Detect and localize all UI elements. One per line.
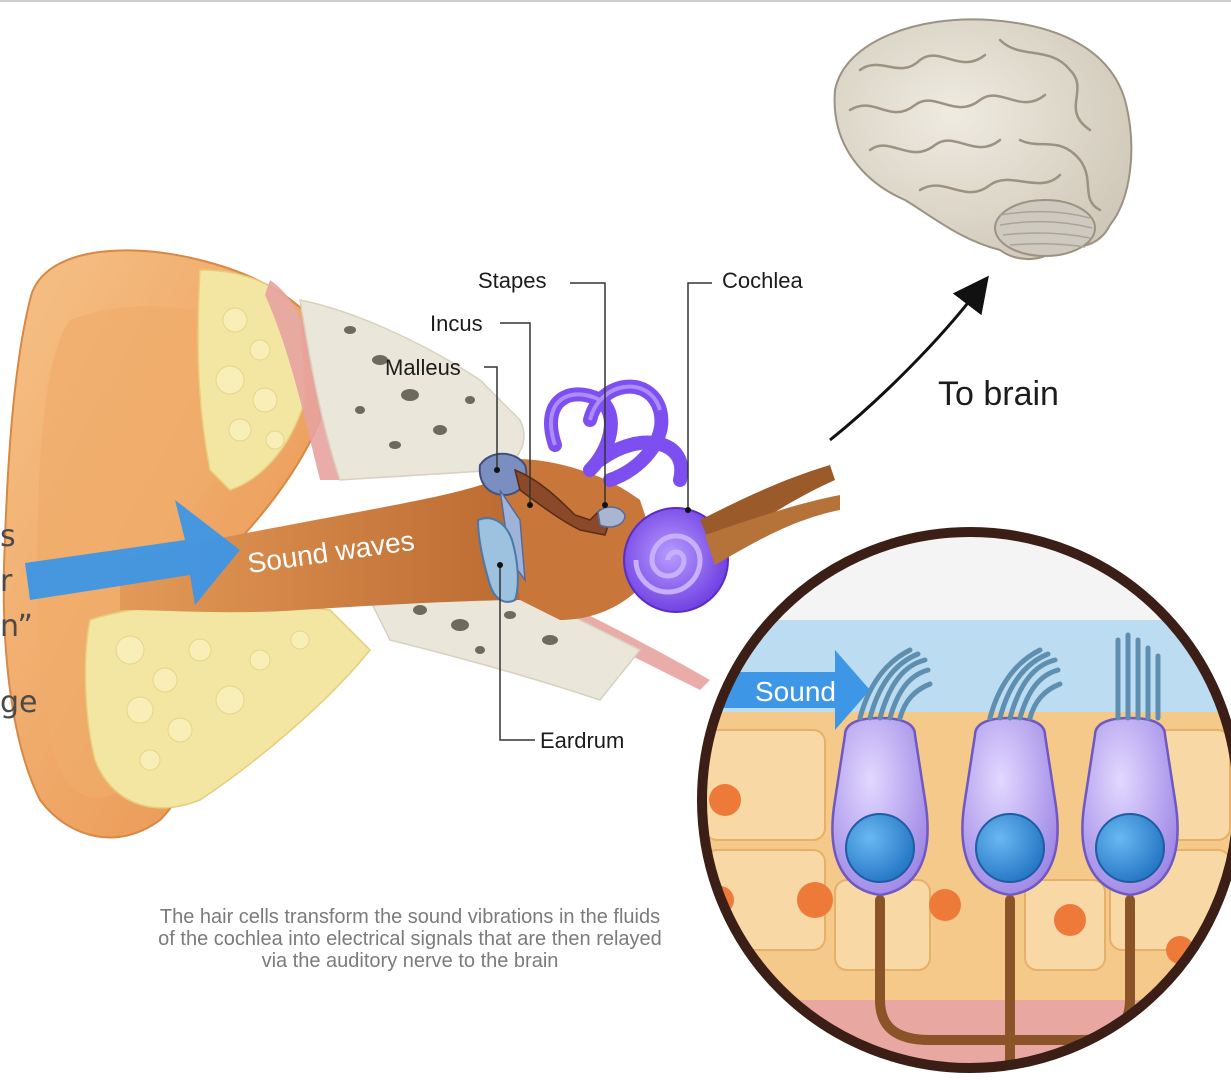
brain-illustration: [835, 19, 1132, 259]
bg-fragment-3: n”: [0, 612, 33, 642]
bg-fragment-4: ge: [0, 688, 38, 718]
label-eardrum: Eardrum: [540, 730, 624, 752]
hair-cell-magnifier: [700, 530, 1231, 1080]
label-stapes: Stapes: [478, 270, 547, 292]
diagram-caption: The hair cells transform the sound vibra…: [150, 906, 670, 972]
label-to-brain: To brain: [938, 377, 1059, 411]
label-sound: Sound: [755, 676, 836, 708]
label-incus: Incus: [430, 313, 483, 335]
label-cochlea: Cochlea: [722, 270, 803, 292]
bg-fragment-1: s: [0, 522, 16, 552]
to-brain-arrow: [830, 290, 978, 440]
label-malleus: Malleus: [385, 357, 461, 379]
bg-fragment-2: r: [0, 567, 12, 597]
hair-cell-row: [832, 718, 1177, 895]
